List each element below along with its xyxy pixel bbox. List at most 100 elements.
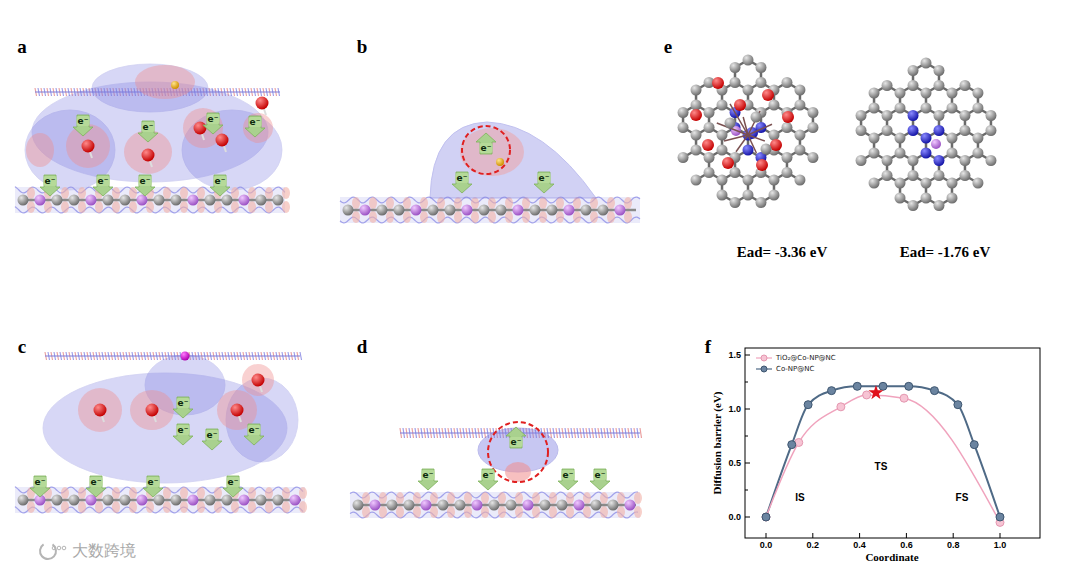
- charge-lobe: [44, 201, 52, 213]
- carbon-atom: [353, 500, 364, 511]
- panel-letter: f: [705, 336, 711, 358]
- data-point: [828, 387, 836, 395]
- carbon-atom: [743, 190, 754, 201]
- electron-depletion: [243, 113, 273, 143]
- charge-lobe: [386, 211, 394, 223]
- charge-lobe: [78, 487, 86, 499]
- series-line: [766, 395, 1000, 522]
- tick-label: 0.5: [728, 458, 741, 468]
- carbon-atom: [768, 175, 779, 186]
- charge-lobe: [505, 197, 513, 209]
- charge-lobe: [447, 506, 455, 518]
- y-tick: [745, 463, 750, 464]
- charge-lobe: [481, 492, 489, 504]
- charge-lobe: [27, 187, 35, 199]
- charge-lobe: [282, 487, 290, 499]
- data-point: [954, 401, 962, 409]
- carbon-atom: [273, 195, 284, 206]
- charge-lobe: [437, 211, 445, 223]
- carbon-atom: [581, 205, 592, 216]
- carbon-atom: [794, 85, 805, 96]
- carbon-atom: [908, 170, 919, 181]
- electron-label: e⁻: [90, 477, 103, 487]
- electron-label: e⁻: [207, 114, 220, 124]
- oxygen-atom: [146, 404, 159, 417]
- carbon-atom: [856, 125, 867, 136]
- carbon-atom: [704, 167, 715, 178]
- electron-accumulation: [430, 122, 596, 198]
- watermark-logo: [39, 543, 66, 560]
- carbon-atom: [921, 58, 932, 69]
- charge-lobe: [231, 187, 239, 199]
- charge-lobe: [352, 197, 360, 209]
- carbon-atom: [869, 133, 880, 144]
- data-point: [996, 513, 1004, 521]
- carbon-atom: [807, 122, 818, 133]
- charge-lobe: [624, 211, 632, 223]
- electron-arrows: [30, 113, 610, 497]
- carbon-atom: [691, 145, 702, 156]
- charge-lobe: [163, 487, 171, 499]
- isosurface-wave: [350, 512, 638, 518]
- carbon-atom: [895, 88, 906, 99]
- charge-lobe: [129, 501, 137, 513]
- charge-lobe: [78, 187, 86, 199]
- carbon-atom: [530, 205, 541, 216]
- oxygen-atom: [782, 111, 794, 123]
- tick-label: 0.4: [853, 540, 866, 550]
- carbon-atom: [908, 80, 919, 91]
- charge-lobe: [600, 506, 608, 518]
- charge-lobe: [129, 201, 137, 213]
- carbon-atom: [69, 195, 80, 206]
- carbon-atom: [69, 495, 80, 506]
- charge-lobe: [607, 197, 615, 209]
- panel-letter: a: [17, 36, 27, 58]
- carbon-atom: [691, 130, 702, 141]
- oxygen-atom: [712, 77, 724, 89]
- nitrogen-atom: [908, 110, 919, 121]
- carbon-atom: [933, 170, 944, 181]
- carbon-atom: [205, 195, 216, 206]
- carbon-atom: [946, 178, 957, 189]
- charge-lobe: [265, 187, 273, 199]
- carbon-atom: [781, 77, 792, 88]
- carbon-atom: [895, 178, 906, 189]
- carbon-atom: [908, 155, 919, 166]
- oxygen-atom: [756, 159, 768, 171]
- carbon-atom: [869, 103, 880, 114]
- carbon-atom: [462, 205, 473, 216]
- series-points: [762, 382, 1004, 521]
- charge-lobe: [61, 487, 69, 499]
- state-label: TS: [875, 461, 888, 472]
- charge-lobe: [248, 501, 256, 513]
- nitrogen-atom: [921, 133, 932, 144]
- carbon-atom: [513, 205, 524, 216]
- oxygen-atom: [216, 134, 229, 147]
- chart: [745, 348, 1040, 538]
- carbon-atom: [946, 103, 957, 114]
- charge-lobe: [27, 501, 35, 513]
- electron-label: e⁻: [44, 176, 57, 186]
- charge-lobe: [464, 492, 472, 504]
- carbon-atom: [908, 65, 919, 76]
- nitrogen-atom: [743, 145, 754, 156]
- carbon-atom: [598, 205, 609, 216]
- charge-lobe: [471, 197, 479, 209]
- carbon-atom: [404, 500, 415, 511]
- charge-lobe: [539, 211, 547, 223]
- charge-lobe: [430, 506, 438, 518]
- y-minor-tick: [745, 436, 748, 437]
- electron-label: e⁻: [594, 470, 607, 480]
- carbon-atom: [438, 500, 449, 511]
- carbon-atom: [794, 130, 805, 141]
- electron-label: e⁻: [480, 143, 493, 153]
- electron-arrow: [40, 175, 60, 196]
- oxygen-atom: [82, 140, 95, 153]
- adsorption-energy: Ead= -3.36 eV: [737, 244, 828, 261]
- charge-lobe: [437, 197, 445, 209]
- data-point: [905, 382, 913, 390]
- highlight-circle: [488, 422, 548, 482]
- charge-lobe: [146, 501, 154, 513]
- carbon-atom: [717, 100, 728, 111]
- charge-lobe: [95, 501, 103, 513]
